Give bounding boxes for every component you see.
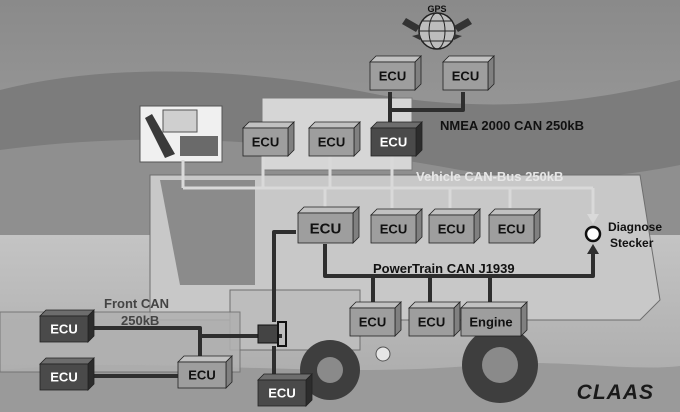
svg-text:CLAAS: CLAAS: [577, 381, 654, 404]
cab-terminal-image: [139, 105, 223, 163]
ecu-front-2: ECU: [39, 357, 95, 391]
ecu-front-3-label: ECU: [188, 368, 215, 383]
ecu-nmea-2: ECU: [442, 55, 495, 91]
claas-logo: CLAAS: [577, 381, 654, 404]
ecu-front-1-label: ECU: [50, 322, 77, 337]
ecu-main-label: ECU: [310, 220, 342, 237]
ecu-cab: ECU: [242, 121, 295, 157]
ecu-powertrain-1: ECU: [349, 301, 402, 337]
ecu-vehicle-5-label: ECU: [498, 222, 525, 237]
gps-icon: GPS: [402, 4, 472, 50]
vehicle-bus-label: Vehicle CAN-Bus 250kB: [416, 169, 563, 184]
ecu-vehicle-4-label: ECU: [438, 222, 465, 237]
ecu-vehicle-3: ECU: [370, 208, 423, 244]
vehicle-can-bus: [181, 152, 599, 224]
ecu-vehicle-5: ECU: [488, 208, 541, 244]
gateway-module: [257, 321, 287, 347]
ecu-nmea-gateway: ECU: [370, 121, 423, 157]
ecu-vehicle-2-label: ECU: [318, 135, 345, 150]
diagnose-label-line1: Diagnose: [608, 220, 662, 234]
front-can-label-line2: 250kB: [121, 313, 159, 328]
ecu-powertrain-1-label: ECU: [359, 315, 386, 330]
ecu-front-gateway: ECU: [257, 373, 313, 407]
ecu-nmea-1: ECU: [369, 55, 422, 91]
ecu-vehicle-4: ECU: [428, 208, 481, 244]
ecu-powertrain-2: ECU: [408, 301, 461, 337]
ecu-front-3: ECU: [177, 355, 233, 389]
engine-ecu-label: Engine: [469, 315, 512, 330]
engine-ecu: Engine: [460, 301, 528, 337]
diagnose-connector: Diagnose Stecker: [584, 220, 662, 250]
ecu-front-2-label: ECU: [50, 370, 77, 385]
ecu-vehicle-2: ECU: [308, 121, 361, 157]
ecu-main: ECU: [297, 206, 360, 244]
diagnose-label-line2: Stecker: [610, 236, 654, 250]
ecu-cab-label: ECU: [252, 135, 279, 150]
ecu-vehicle-3-label: ECU: [380, 222, 407, 237]
ecu-front-1: ECU: [39, 309, 95, 343]
front-can-bus: [94, 230, 296, 378]
nmea-bus-label: NMEA 2000 CAN 250kB: [440, 118, 584, 133]
ecu-powertrain-2-label: ECU: [418, 315, 445, 330]
ecu-nmea-2-label: ECU: [452, 69, 479, 84]
ecu-front-gateway-label: ECU: [268, 386, 295, 401]
ecu-nmea-gateway-label: ECU: [380, 135, 407, 150]
ecu-nmea-1-label: ECU: [379, 69, 406, 84]
powertrain-bus-label: PowerTrain CAN J1939: [373, 261, 515, 276]
gps-label: GPS: [427, 4, 446, 14]
diagnose-port-icon: [584, 225, 602, 243]
front-can-label-line1: Front CAN: [104, 296, 169, 311]
